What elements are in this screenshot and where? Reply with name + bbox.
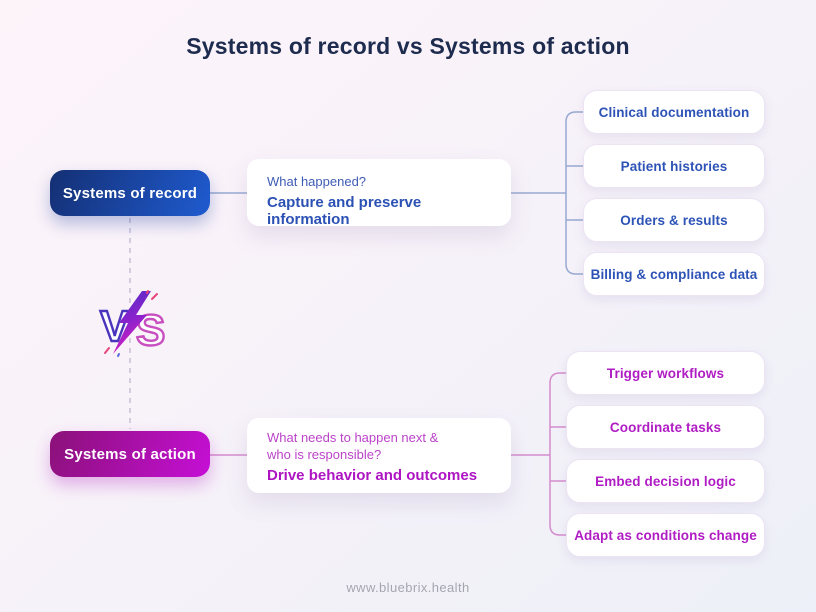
record-item-label: Clinical documentation [598, 104, 750, 120]
action-item-coordinate-tasks: Coordinate tasks [566, 405, 765, 449]
action-question-line2: who is responsible? [267, 447, 382, 462]
systems-of-action-node: Systems of action [50, 431, 210, 477]
record-item-clinical-documentation: Clinical documentation [583, 90, 765, 134]
systems-of-action-label: Systems of action [64, 445, 196, 463]
action-item-label: Trigger workflows [606, 365, 725, 381]
record-item-label: Billing & compliance data [590, 266, 758, 282]
page-title: Systems of record vs Systems of action [186, 33, 630, 59]
action-description-card: What needs to happen next & who is respo… [247, 418, 511, 493]
action-item-label: Adapt as conditions change [574, 527, 757, 543]
action-item-label: Coordinate tasks [609, 419, 722, 435]
record-item-orders-results: Orders & results [583, 198, 765, 242]
sparkle-marks [104, 290, 158, 357]
action-question-line1: What needs to happen next & [267, 430, 439, 445]
record-item-patient-histories: Patient histories [583, 144, 765, 188]
record-statement: Capture and preserve information [267, 194, 422, 228]
lightning-bolt-icon [113, 291, 151, 354]
vs-badge: V S [99, 290, 167, 357]
website-footer: www.bluebrix.health [346, 580, 470, 595]
systems-of-record-node: Systems of record [50, 170, 210, 216]
systems-of-record-label: Systems of record [62, 184, 198, 202]
action-item-embed-decision-logic: Embed decision logic [566, 459, 765, 503]
action-item-adapt-conditions: Adapt as conditions change [566, 513, 765, 557]
record-description-card: What happened? Capture and preserve info… [247, 159, 511, 228]
action-item-label: Embed decision logic [595, 473, 736, 489]
vs-letter-v: V [100, 302, 130, 351]
record-item-label: Orders & results [620, 212, 728, 228]
vs-letter-s: S [136, 306, 165, 355]
record-item-label: Patient histories [620, 158, 728, 174]
record-question: What happened? [267, 174, 367, 189]
action-statement: Drive behavior and outcomes [267, 467, 478, 484]
action-item-trigger-workflows: Trigger workflows [566, 351, 765, 395]
record-item-billing-compliance: Billing & compliance data [583, 252, 765, 296]
